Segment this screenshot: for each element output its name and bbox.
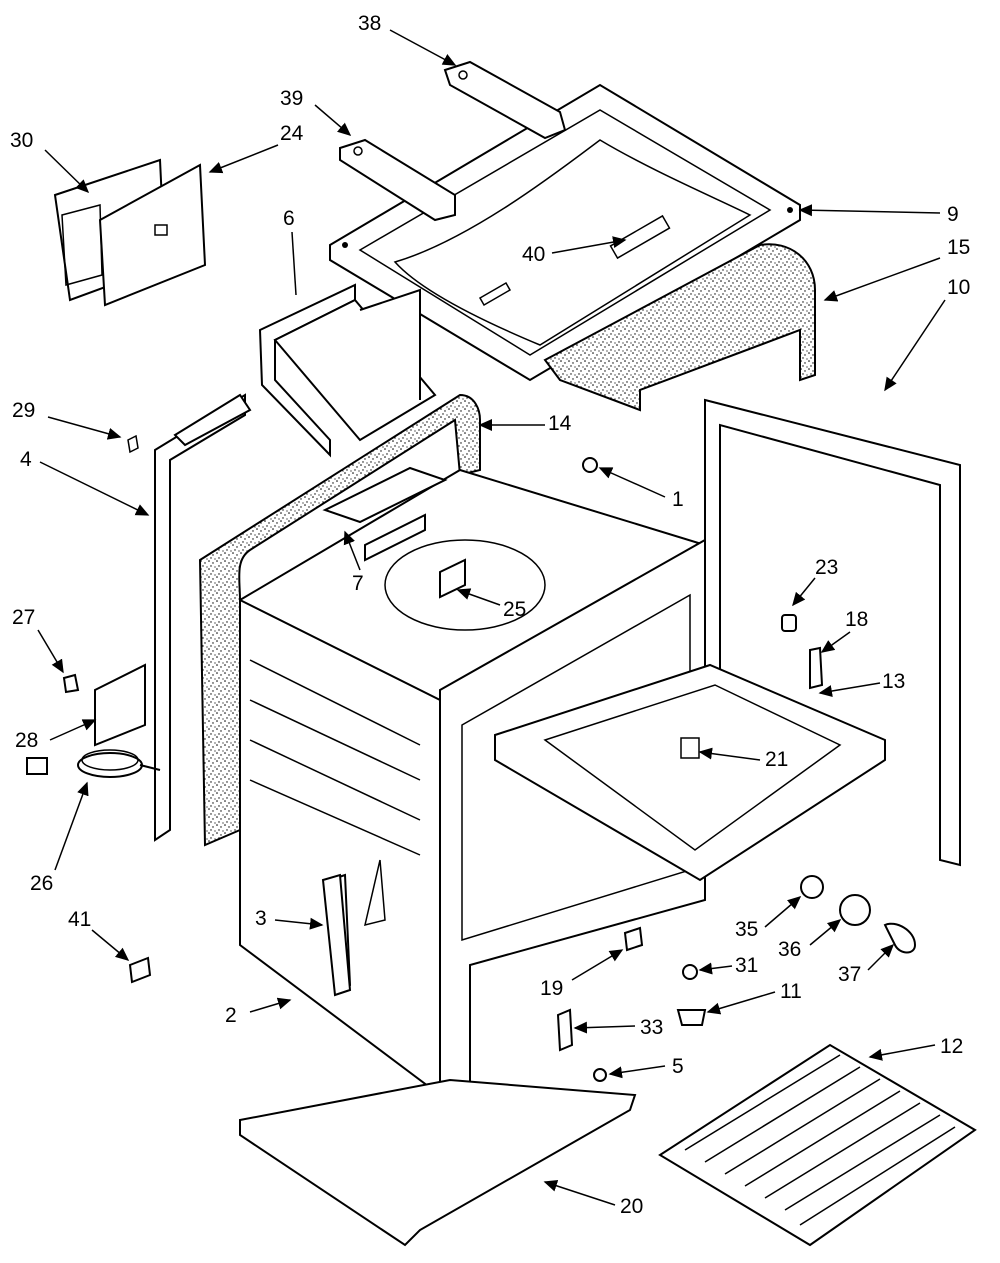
bottom-panel (239, 1078, 637, 1247)
bracket-38 (443, 60, 567, 140)
callout-1: 1 (672, 488, 684, 511)
leveling-leg-11 (676, 1009, 707, 1026)
clip-27 (62, 673, 80, 694)
callout-9: 9 (947, 203, 959, 226)
callout-4: 4 (20, 448, 32, 471)
oven-rack (658, 1043, 977, 1247)
cooktop-frame (329, 83, 801, 382)
nut-1 (582, 457, 598, 473)
clip-41 (128, 956, 152, 984)
clip-19 (623, 926, 644, 952)
baffle-25 (439, 558, 466, 599)
lamp-37 (883, 922, 917, 954)
callout-40: 40 (522, 243, 545, 266)
screw-23 (781, 614, 797, 632)
callout-31: 31 (735, 954, 758, 977)
callout-24: 24 (280, 122, 304, 145)
callout-10: 10 (947, 276, 970, 299)
oven-cavity (239, 468, 706, 1097)
callout-19: 19 (540, 977, 563, 1000)
bracket-3 (321, 873, 352, 997)
callout-33: 33 (640, 1016, 663, 1039)
callout-14: 14 (548, 412, 572, 435)
callout-2: 2 (225, 1004, 237, 1027)
insulation-side (198, 393, 481, 847)
callout-26: 26 (30, 872, 53, 895)
callout-6: 6 (283, 207, 295, 230)
callout-30: 30 (10, 129, 33, 152)
callout-39: 39 (280, 87, 303, 110)
bracket-33 (556, 1008, 574, 1052)
terminal-cover (94, 663, 146, 747)
callout-38: 38 (358, 12, 381, 35)
callouts: 38 39 30 24 9 6 40 15 10 29 14 4 1 7 25 … (10, 12, 970, 1218)
callout-15: 15 (947, 236, 970, 259)
callout-28: 28 (15, 729, 38, 752)
callout-11: 11 (780, 980, 802, 1003)
screw-5 (593, 1068, 607, 1082)
side-panel-left (154, 393, 246, 842)
callout-29: 29 (12, 399, 35, 422)
vent-insert (364, 513, 426, 562)
callout-35: 35 (735, 918, 758, 941)
callout-23: 23 (815, 556, 838, 579)
callout-21: 21 (765, 748, 788, 771)
nut-31 (682, 964, 698, 980)
callout-37: 37 (838, 963, 861, 986)
callout-20: 20 (620, 1195, 643, 1218)
callout-13: 13 (882, 670, 905, 693)
callout-36: 36 (778, 938, 801, 961)
callout-3: 3 (255, 907, 267, 930)
callout-18: 18 (845, 608, 868, 631)
callout-41: 41 (68, 908, 91, 931)
callout-5: 5 (672, 1055, 684, 1078)
bracket-39 (339, 138, 456, 222)
callout-25: 25 (503, 598, 526, 621)
vent-duct (258, 283, 437, 458)
knob-36 (839, 894, 871, 926)
callout-12: 12 (940, 1035, 963, 1058)
clip-18 (809, 646, 824, 690)
callout-27: 27 (12, 606, 35, 629)
vent-plate (322, 466, 448, 524)
clip-29 (127, 434, 139, 454)
insulation-top (543, 243, 816, 412)
spacer-35 (800, 875, 824, 899)
callout-7: 7 (352, 572, 364, 595)
rear-access-panels (53, 158, 207, 307)
power-cord (26, 749, 161, 778)
